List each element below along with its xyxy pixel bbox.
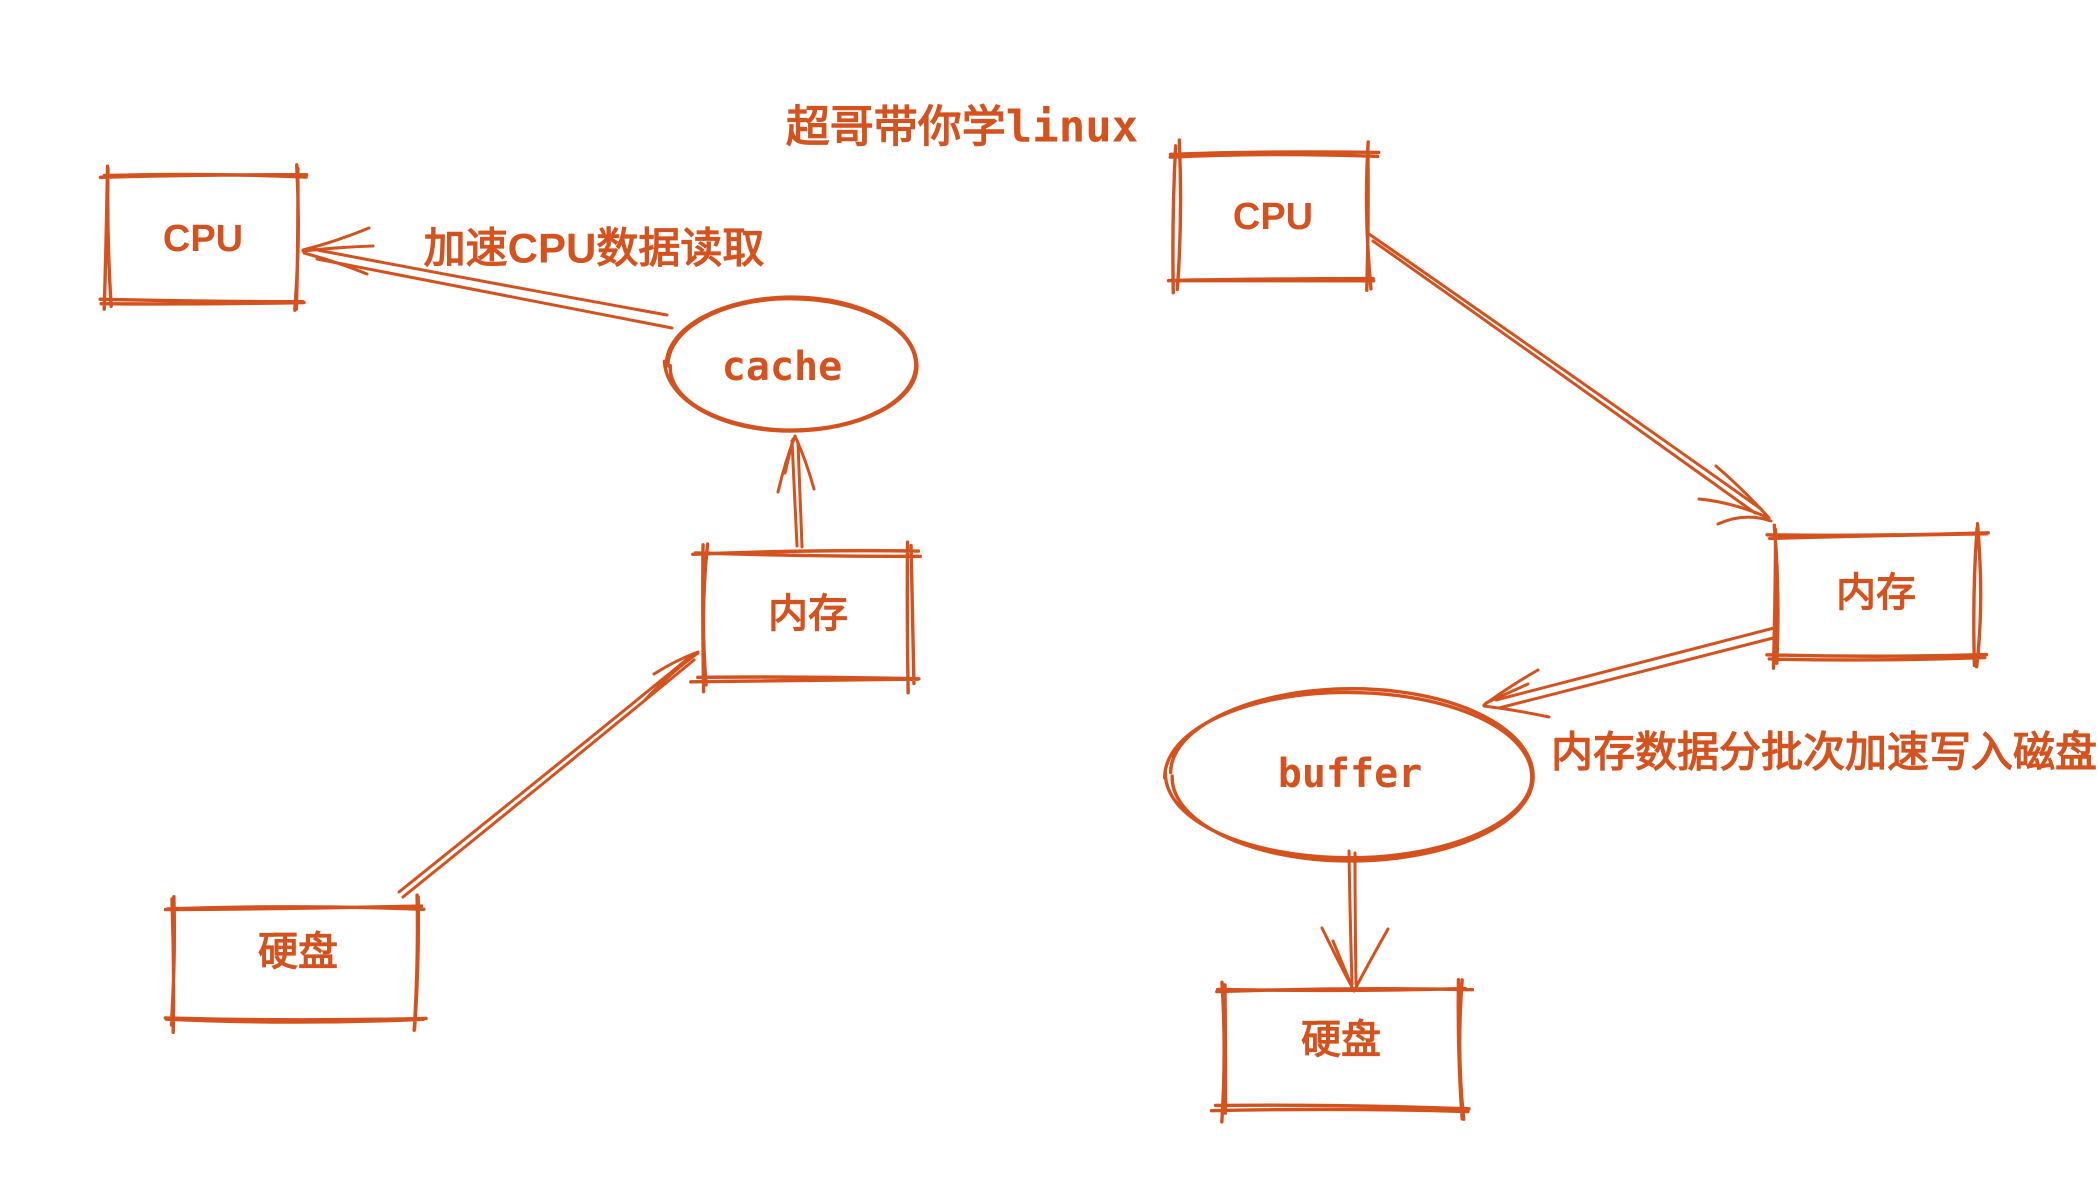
arrowhead [1482, 668, 1551, 719]
arrow-memory-to-buffer [1482, 626, 1779, 719]
arrow-memory-to-cache [776, 434, 816, 549]
left-memory-label: 内存 [768, 592, 848, 636]
right-memory-box [1765, 522, 1990, 670]
left-cpu-label: CPU [163, 218, 243, 260]
arrowhead [643, 650, 700, 702]
buffer-ellipse [1162, 687, 1535, 863]
cache-ellipse [662, 295, 919, 433]
left-disk-box [163, 893, 428, 1034]
right-cpu-box [1166, 138, 1381, 295]
left-memory-box [689, 540, 922, 695]
write-acceleration-label: 内存数据分批次加速写入磁盘 [1551, 729, 2097, 776]
arrowhead [776, 434, 816, 494]
arrow-cpu-to-memory [1367, 232, 1773, 526]
right-buffer-diagram: CPU 内存 buffer 硬盘 内存数据分批次加速写入磁盘 [1162, 138, 2097, 1124]
right-memory-label: 内存 [1836, 571, 1916, 615]
buffer-label: buffer [1278, 751, 1423, 797]
arrowhead [1320, 926, 1390, 993]
cache-label: cache [722, 344, 842, 390]
right-cpu-label: CPU [1233, 196, 1313, 238]
arrow-cache-to-cpu [301, 226, 674, 330]
right-disk-box [1209, 977, 1475, 1124]
right-disk-label: 硬盘 [1301, 1017, 1381, 1062]
arrowhead [301, 226, 375, 276]
arrow-disk-to-memory [397, 650, 700, 899]
arrowhead [1697, 464, 1773, 526]
left-cpu-box [98, 163, 309, 312]
left-cache-diagram: CPU cache 内存 硬盘 加速CPU数据读取 [98, 163, 922, 1034]
arrow-buffer-to-disk [1320, 849, 1390, 993]
read-acceleration-label: 加速CPU数据读取 [424, 225, 765, 272]
left-disk-label: 硬盘 [258, 929, 338, 974]
page-title: 超哥带你学linux [786, 102, 1138, 153]
